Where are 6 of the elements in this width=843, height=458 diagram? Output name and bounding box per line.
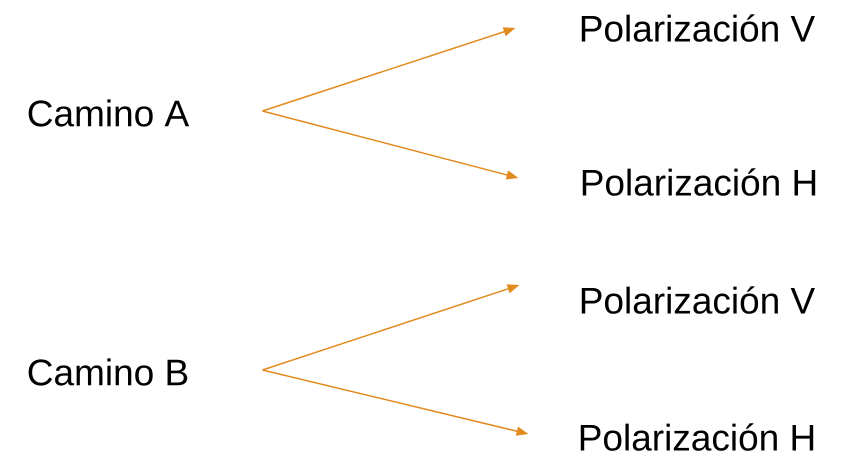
- text-label: Polarización H: [580, 423, 814, 451]
- text-label: Polarización H: [582, 168, 816, 196]
- text-label: Polarización V: [582, 14, 816, 42]
- text-label: Polarización V: [582, 286, 816, 314]
- text-label: Camino B: [28, 358, 188, 386]
- text-label: Camino A: [28, 99, 190, 127]
